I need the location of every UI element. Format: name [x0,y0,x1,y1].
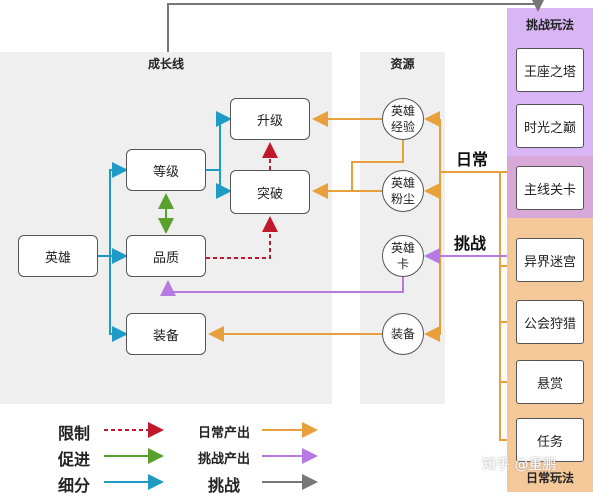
node-quality: 品质 [126,235,206,277]
node-equipment: 装备 [126,313,206,355]
resource-equipment: 装备 [382,313,424,355]
legend-challenge-output-label: 挑战产出 [198,452,251,467]
daily-branch-equip [424,191,441,342]
legend-daily-output-label: 日常产出 [198,426,251,441]
legend-challenge-label: 挑战 [208,476,241,495]
node-upgrade: 升级 [230,98,310,140]
mode-bounty: 悬赏 [516,360,584,404]
challenge-panel-title: 挑战玩法 [525,18,574,32]
flow-label-challenge: 挑战 [454,234,487,253]
node-hero: 英雄 [18,235,98,277]
watermark: 知乎 @重鹏 [482,457,557,473]
mode-quests: 任务 [516,418,584,462]
daily-branch-dust [424,172,441,199]
legend-subdivide-label: 细分 [58,476,91,495]
subdivide-level-upgrade [206,111,232,171]
mode-guild-hunt: 公会狩猎 [516,300,584,344]
resource-hero-dust: 英雄 粉尘 [382,170,424,212]
mode-time-peak: 时光之巅 [516,104,584,148]
challenge-flow-line [167,0,546,52]
output-exp-branch [351,140,404,191]
subdivide-level-breakthrough [206,169,232,199]
resource-hero-exp: 英雄 经验 [382,98,424,140]
node-breakthrough: 突破 [230,170,310,214]
node-level: 等级 [126,149,206,191]
limit-quality-breakthrough [206,216,278,259]
legend-promote-label: 促进 [58,450,91,469]
daily-bus [440,171,507,441]
mode-otherworld-maze: 异界迷宫 [516,238,584,282]
mode-main-quest: 主线关卡 [516,166,584,210]
subdivide-hero-level [98,162,128,257]
challenge-card-quality [160,276,404,296]
growth-panel-title: 成长线 [147,57,184,71]
resource-panel-title: 资源 [390,57,415,71]
daily-panel-title: 日常玩法 [525,471,574,485]
mode-throne-tower: 王座之塔 [516,48,584,92]
flow-label-daily: 日常 [456,150,489,169]
legend-limit-label: 限制 [58,424,91,443]
subdivide-hero-equipment [109,256,128,342]
resource-hero-card: 英雄 卡 [382,235,424,277]
